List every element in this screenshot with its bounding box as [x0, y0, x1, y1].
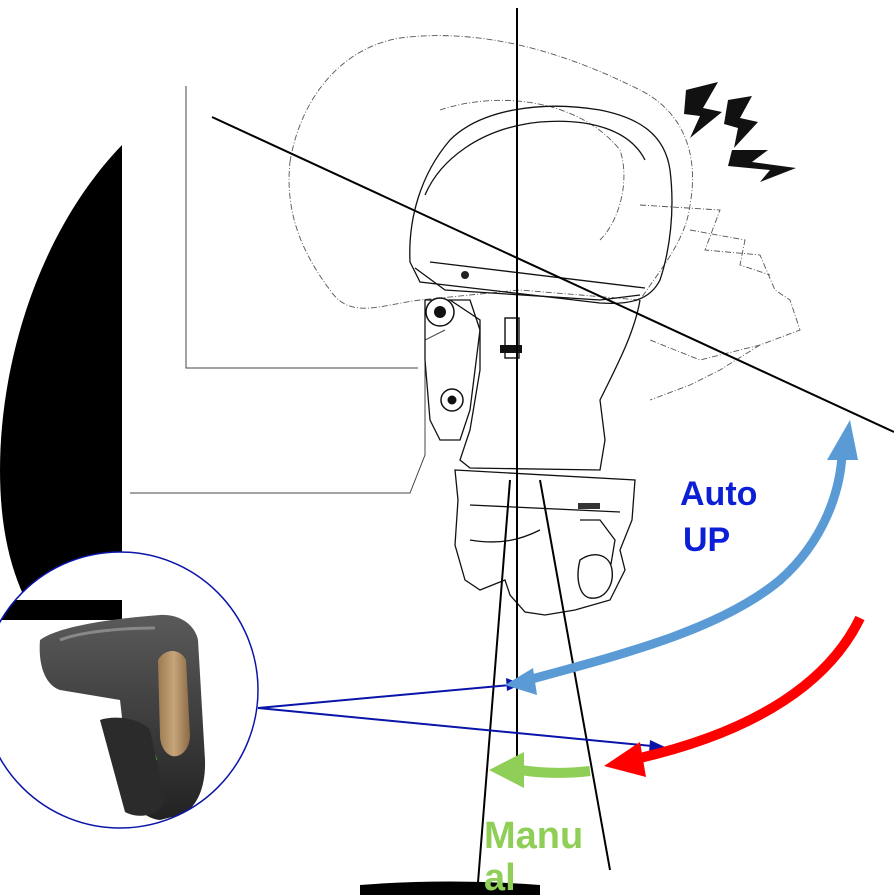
- red-arrow-head: [604, 742, 646, 777]
- manual-arrow-shaft: [519, 765, 591, 778]
- manual-label-line1: Manu: [484, 815, 583, 857]
- pointer-to-red: [257, 707, 653, 747]
- upper-midsection: [449, 299, 641, 471]
- clamp-hub: [447, 395, 457, 405]
- pivot-hub: [434, 306, 446, 318]
- inset-border: [0, 551, 259, 829]
- auto-up-arrow: [505, 420, 858, 695]
- frame-bottom-black: [360, 881, 540, 895]
- frame: [0, 145, 540, 895]
- zigzag-3: [728, 150, 796, 182]
- red-arrow-shaft: [638, 615, 865, 763]
- engine-details: [425, 271, 613, 599]
- auto-label-line2: UP: [683, 521, 730, 559]
- propeller: [577, 554, 613, 599]
- trim-tilt-switch-icon: [158, 651, 190, 757]
- tilted-cowl: [288, 35, 693, 309]
- tilted-inner: [439, 99, 625, 241]
- bracket: [424, 299, 481, 441]
- tilted-lower: [649, 229, 771, 401]
- switch-inset: [0, 551, 259, 829]
- inset-black-band: [0, 600, 122, 620]
- tilt-axis: [211, 116, 894, 433]
- pointer-to-auto: [257, 684, 511, 709]
- auto-label-line1: Auto: [680, 475, 757, 513]
- auto-up-arrow-head-bottom: [505, 668, 537, 695]
- pointer-lines: [257, 678, 665, 753]
- switch-lower-body: [100, 717, 165, 816]
- tilted-midsection: [639, 204, 801, 361]
- auto-up-arrow-head-top: [827, 420, 858, 460]
- tilted-engine-outline: [288, 35, 801, 401]
- engine-cowl: [409, 105, 673, 305]
- red-arrow: [604, 615, 865, 777]
- zigzag-2: [724, 96, 758, 148]
- anode-mark: [578, 503, 600, 509]
- cylinder-rod: [500, 345, 522, 353]
- zigzag-1: [684, 82, 722, 138]
- switch-grip-highlight: [59, 626, 156, 642]
- manual-label-line2: al: [484, 857, 516, 895]
- frame-left-black: [0, 145, 122, 640]
- lower-unit: [454, 469, 636, 616]
- manual-arrow-head: [489, 752, 524, 788]
- auto-up-arrow-shaft: [526, 454, 847, 685]
- manual-arrow: [489, 752, 591, 788]
- transom-upper: [185, 86, 418, 369]
- trim-line-right: [539, 479, 611, 871]
- cowl-inner: [424, 120, 646, 289]
- steering-knob: [461, 271, 469, 279]
- reference-lines: [211, 8, 894, 895]
- transom-outline: [130, 86, 446, 494]
- vibration-zigzag-icon: [684, 82, 796, 182]
- engine-drawing: [409, 105, 673, 616]
- transom-lower: [130, 329, 446, 494]
- cowl-band: [414, 267, 641, 301]
